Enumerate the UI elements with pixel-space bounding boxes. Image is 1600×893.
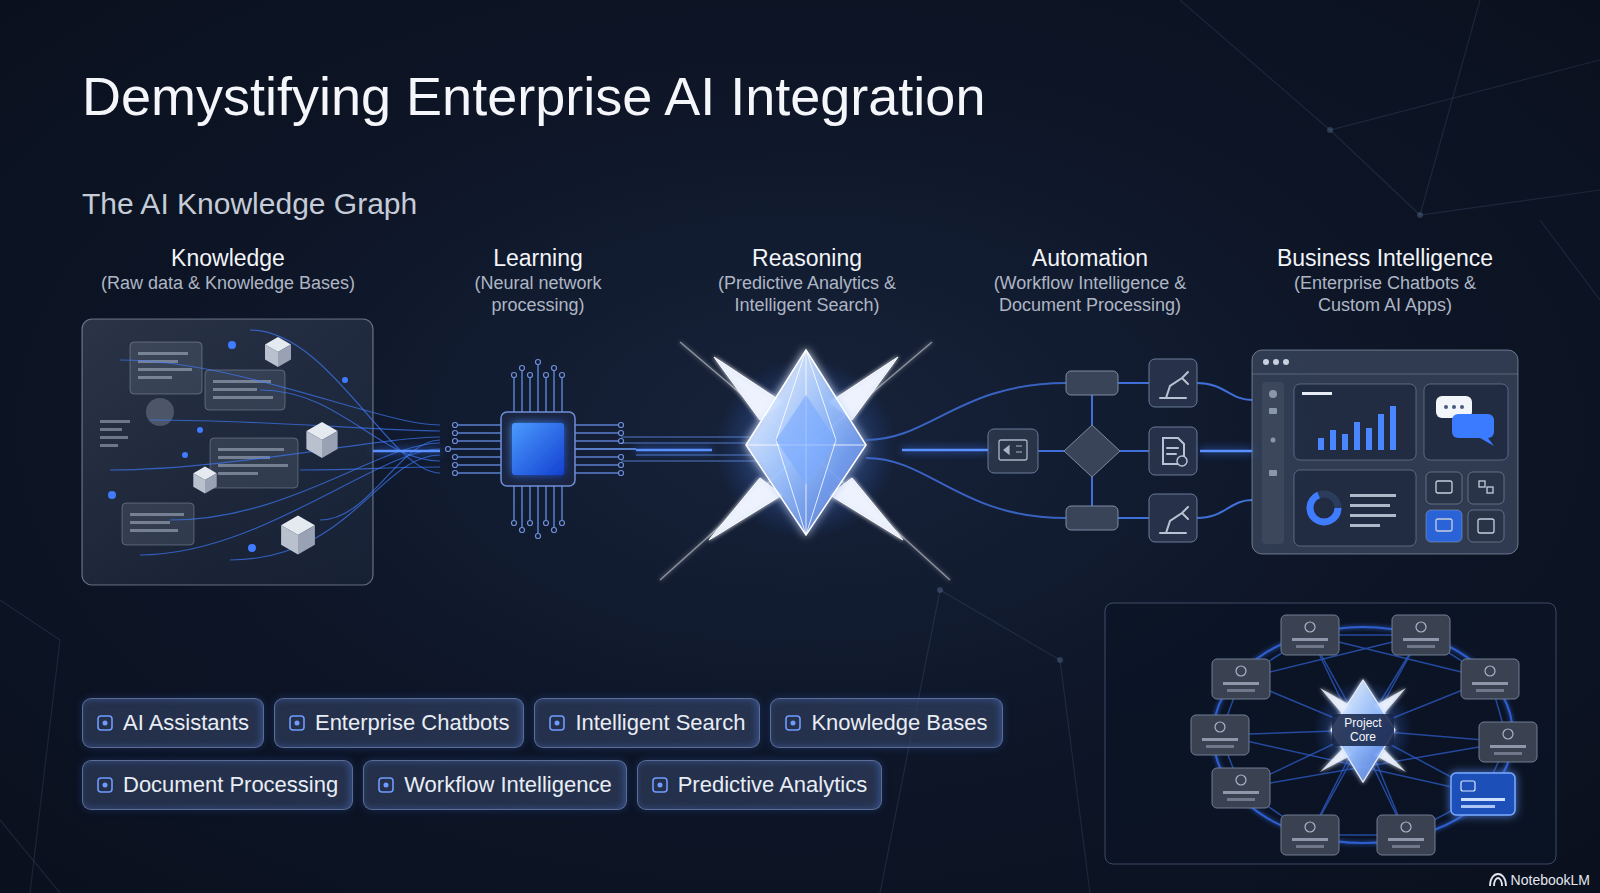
flow-connector	[636, 449, 712, 452]
stage-node: Knowledge(Raw data & Knowledge Bases)	[78, 244, 378, 585]
stage-panel	[440, 355, 636, 545]
tag-label: Knowledge Bases	[811, 710, 987, 736]
stage-subtitle: (Predictive Analytics & Intelligent Sear…	[692, 272, 922, 316]
stage-panel	[1252, 350, 1518, 554]
diagram-title: Demystifying Enterprise AI Integration	[82, 64, 985, 129]
stage-subtitle: (Neural network processing)	[453, 272, 623, 316]
stage-heading: Automation	[965, 244, 1215, 272]
stage-heading: Reasoning	[682, 244, 932, 272]
tag-icon	[650, 775, 670, 795]
tag-icon	[547, 713, 567, 733]
stage-heading: Learning	[438, 244, 638, 272]
stage-text: Business Intelligence(Enterprise Chatbot…	[1250, 244, 1520, 316]
core-label: Project Core	[1336, 716, 1390, 744]
stage-node: Automation(Workflow Intelligence & Docum…	[965, 244, 1215, 545]
tag-icon	[783, 713, 803, 733]
tag-pill: Workflow Intelligence	[363, 760, 626, 810]
tag-label: Enterprise Chatbots	[315, 710, 509, 736]
stage-node: Reasoning(Predictive Analytics & Intelli…	[682, 244, 932, 545]
flow-connector	[902, 449, 988, 452]
stage-subtitle: (Enterprise Chatbots & Custom AI Apps)	[1273, 272, 1498, 316]
tag-icon	[287, 713, 307, 733]
tag-label: AI Assistants	[123, 710, 249, 736]
tag-pill: Predictive Analytics	[637, 760, 883, 810]
tag-pill: Intelligent Search	[534, 698, 760, 748]
flow-connector	[1200, 450, 1252, 453]
stage-text: Reasoning(Predictive Analytics & Intelli…	[682, 244, 932, 316]
stage-panel	[82, 319, 373, 585]
stage-heading: Knowledge	[78, 244, 378, 272]
stage-node: Learning(Neural network processing)	[438, 244, 638, 545]
stage-text: Automation(Workflow Intelligence & Docum…	[965, 244, 1215, 316]
watermark-icon	[1489, 873, 1507, 887]
subtitle: The AI Knowledge Graph	[82, 186, 417, 222]
tag-pill: Enterprise Chatbots	[274, 698, 524, 748]
tag-pill: AI Assistants	[82, 698, 264, 748]
tag-label: Document Processing	[123, 772, 338, 798]
tag-label: Predictive Analytics	[678, 772, 868, 798]
watermark: NotebookLM	[1489, 871, 1590, 889]
subtitle-wrap: The AI Knowledge Graph	[82, 186, 417, 222]
stage-node: Business Intelligence(Enterprise Chatbot…	[1250, 244, 1520, 554]
stage-text: Knowledge(Raw data & Knowledge Bases)	[78, 244, 378, 294]
flow-connector	[373, 450, 440, 453]
tag-pill: Knowledge Bases	[770, 698, 1002, 748]
tag-icon	[95, 713, 115, 733]
tag-icon	[95, 775, 115, 795]
title-wrap: Demystifying Enterprise AI Integration	[82, 64, 985, 129]
tag-label: Workflow Intelligence	[404, 772, 611, 798]
watermark-text: NotebookLM	[1511, 871, 1590, 889]
tag-pill: Document Processing	[82, 760, 353, 810]
stage-subtitle: (Workflow Intelligence & Document Proces…	[970, 272, 1210, 316]
stage-text: Learning(Neural network processing)	[438, 244, 638, 316]
tag-label: Intelligent Search	[575, 710, 745, 736]
stage-panel	[712, 355, 902, 545]
stage-panel	[988, 355, 1200, 545]
core-node: Project Core	[1332, 714, 1394, 746]
tag-icon	[376, 775, 396, 795]
stage-subtitle: (Raw data & Knowledge Bases)	[78, 272, 378, 294]
stage-heading: Business Intelligence	[1250, 244, 1520, 272]
